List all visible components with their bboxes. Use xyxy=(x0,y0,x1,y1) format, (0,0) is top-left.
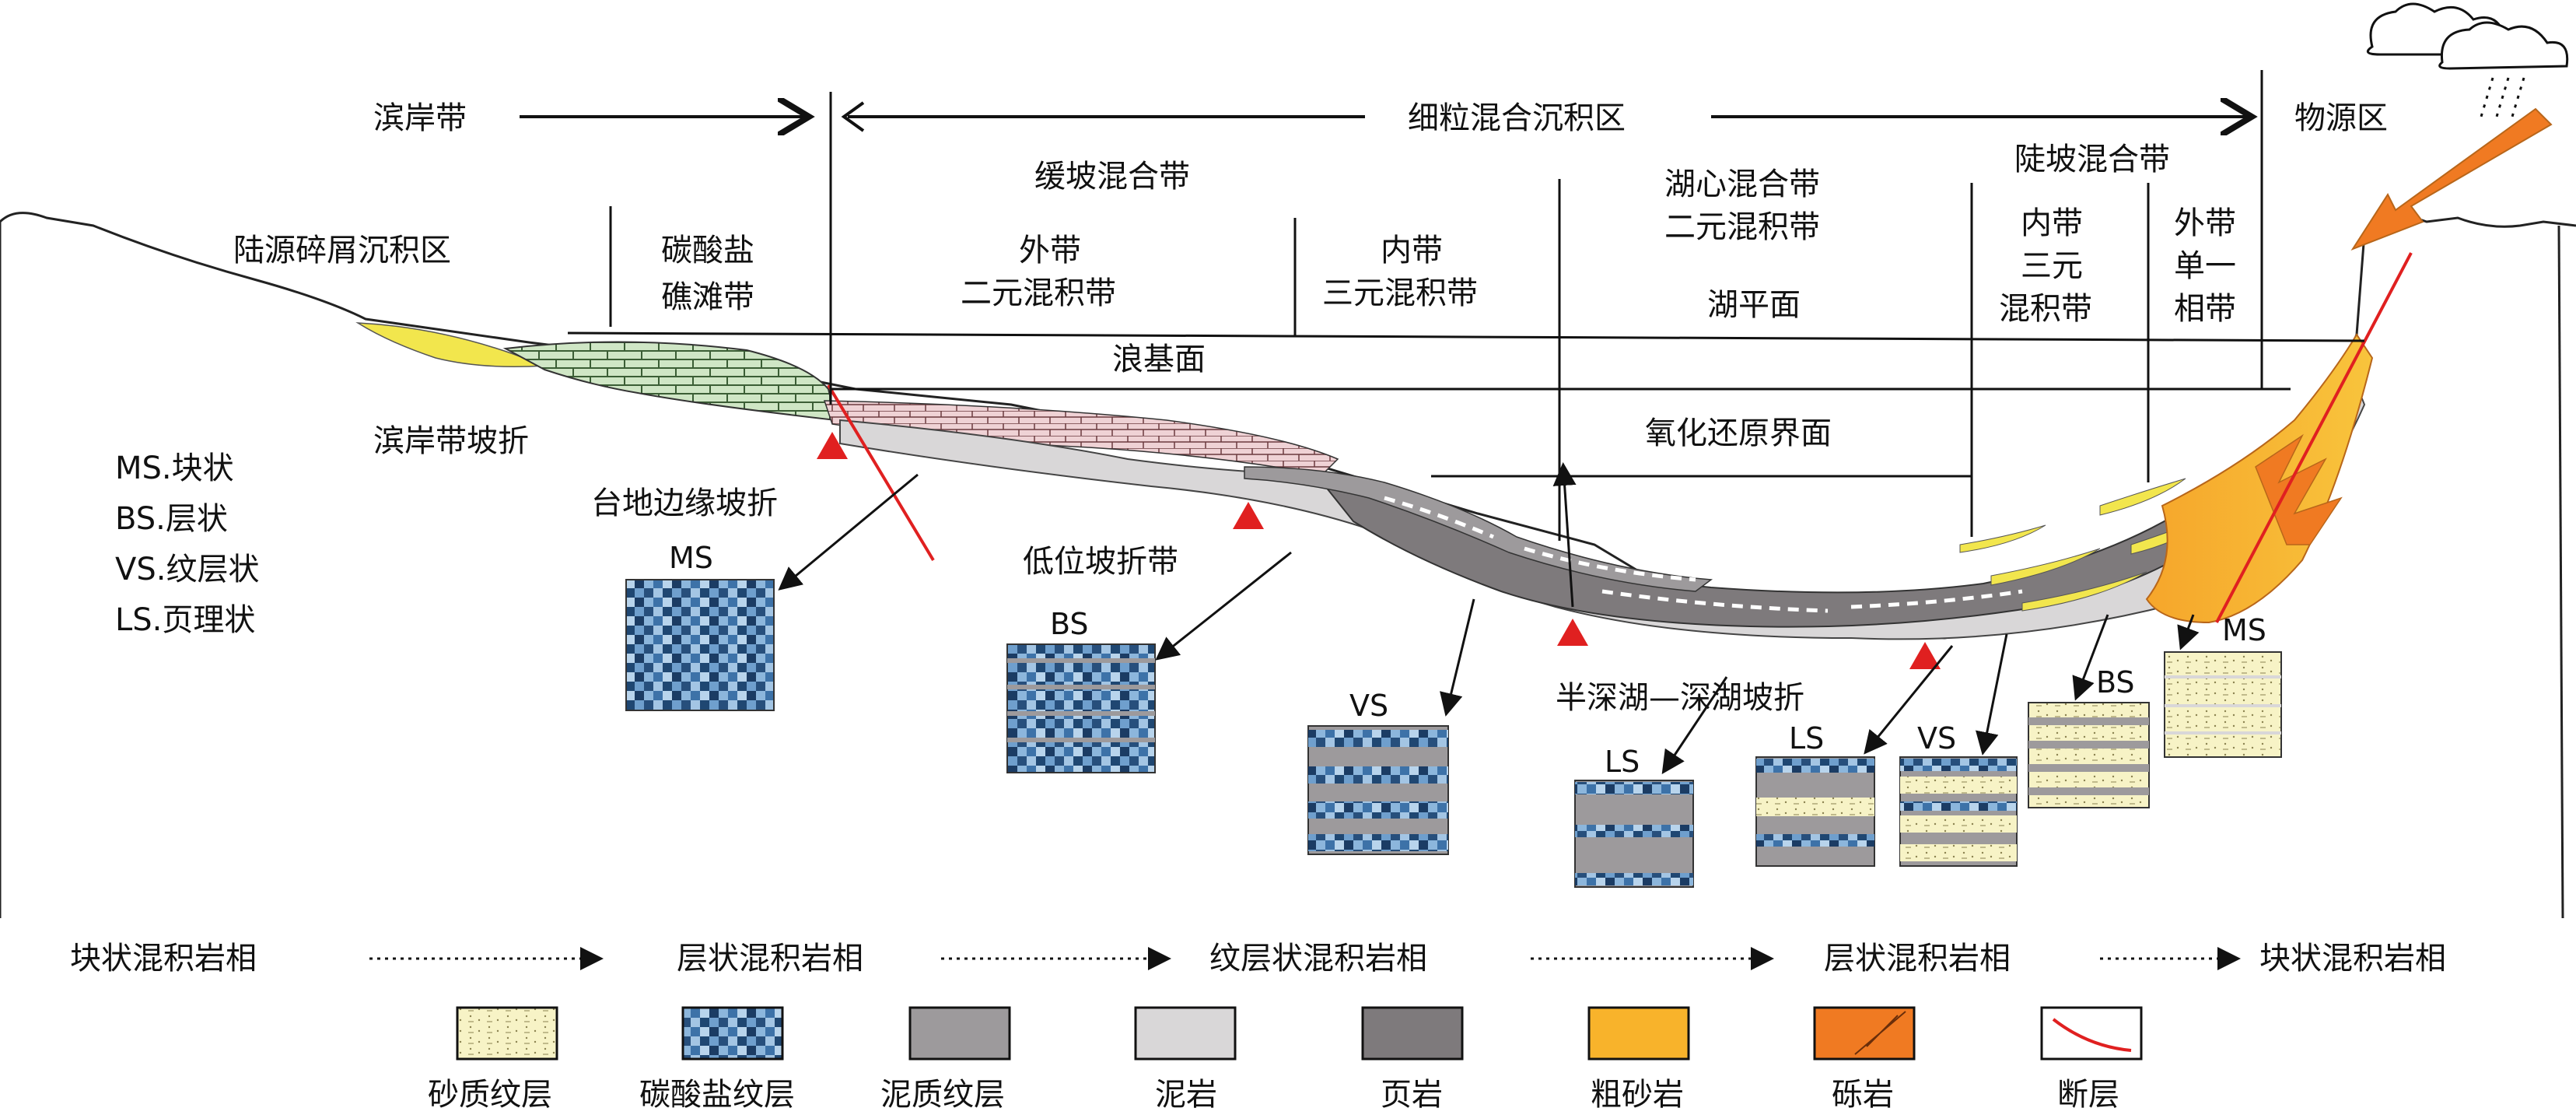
conglomerate-wedges xyxy=(2255,433,2343,545)
fault-right xyxy=(2215,252,2413,623)
lake-center-label-2: 二元混积带 xyxy=(1664,209,1820,245)
steep-slope-label: 陡坡混合带 xyxy=(2014,142,2170,177)
column-label: LS xyxy=(1789,721,1824,756)
legend-label: 砂质纹层 xyxy=(428,1077,552,1113)
column-label: BS xyxy=(1050,607,1089,641)
legend-label: 泥岩 xyxy=(1155,1077,1217,1113)
column-ls-2: LS xyxy=(1755,721,1875,867)
redox-label: 氧化还原界面 xyxy=(1645,415,1832,451)
column-bs-1: BS xyxy=(1006,607,1156,773)
legend-item-mud-lamina: 泥质纹层 xyxy=(880,1006,1011,1113)
legend-label: 页岩 xyxy=(1381,1077,1443,1113)
column-ms-2: MS xyxy=(2164,613,2282,758)
lake-level-line xyxy=(567,331,2365,342)
rain-icon xyxy=(2480,77,2525,117)
legend-item-fault: 断层 xyxy=(2040,1006,2143,1113)
abbrev-vs: VS.纹层状 xyxy=(115,552,259,587)
legend-item-coarse-sandstone: 粗砂岩 xyxy=(1587,1006,1690,1113)
abbrev-ms: MS.块状 xyxy=(115,451,234,486)
terrain-profile xyxy=(0,212,2576,919)
terrigenous-label: 陆源碎屑沉积区 xyxy=(233,233,451,268)
source-area-label: 物源区 xyxy=(2294,100,2388,136)
lake-level-label: 湖平面 xyxy=(1707,287,1801,323)
legend-label: 断层 xyxy=(2057,1077,2119,1113)
legend-label: 碳酸盐纹层 xyxy=(639,1077,795,1113)
facies-3: 纹层状混积岩相 xyxy=(1209,941,1427,977)
facies-4: 层状混积岩相 xyxy=(1824,941,2011,977)
inner-belt-label-2: 三元混积带 xyxy=(1322,275,1478,311)
platform-break-label: 台地边缘坡折 xyxy=(591,486,778,521)
column-label: MS xyxy=(2222,613,2266,647)
wave-base-label: 浪基面 xyxy=(1112,342,1206,377)
gentle-slope-label: 缓坡混合带 xyxy=(1034,159,1190,195)
column-label: MS xyxy=(669,541,713,575)
column-label: BS xyxy=(2096,665,2135,700)
steep-outer-label-3: 相带 xyxy=(2174,291,2236,327)
facies-1: 块状混积岩相 xyxy=(70,941,257,977)
break-marker-4 xyxy=(1909,642,1941,669)
column-vs-1: VS xyxy=(1307,689,1449,855)
break-marker-2 xyxy=(1233,502,1264,529)
coarse-sandstone-fan xyxy=(2145,333,2374,624)
steep-outer-label-1: 外带 xyxy=(2174,205,2236,241)
outer-belt-label-1: 外带 xyxy=(1019,233,1081,268)
column-label: LS xyxy=(1605,745,1640,779)
slope-break-markers xyxy=(817,432,1941,669)
carbonate-label-2: 礁滩带 xyxy=(661,279,754,315)
break-marker-1 xyxy=(817,432,848,459)
subzone-dividers xyxy=(609,179,2150,541)
legend-label: 砾岩 xyxy=(1832,1077,1894,1113)
steep-inner-label-1: 内带 xyxy=(2021,205,2083,241)
lake-center-label-1: 湖心混合带 xyxy=(1664,167,1820,202)
steep-outer-label-2: 单一 xyxy=(2174,248,2236,284)
legend-item-mudstone: 泥岩 xyxy=(1134,1006,1237,1113)
facies-2: 层状混积岩相 xyxy=(677,941,863,977)
column-pointer-arrows xyxy=(778,473,2200,774)
break-marker-3 xyxy=(1557,619,1588,646)
column-bs-2: BS xyxy=(2028,665,2150,808)
legend-label: 粗砂岩 xyxy=(1591,1077,1684,1113)
cloud-icon xyxy=(2366,2,2569,70)
column-label: VS xyxy=(1917,721,1956,756)
column-label: VS xyxy=(1349,689,1388,723)
lamina-streaks xyxy=(1384,496,2116,613)
outer-belt-label-2: 二元混积带 xyxy=(961,275,1116,311)
inner-belt-label-1: 内带 xyxy=(1381,233,1443,268)
deep-lake-break-label: 半深湖—深湖坡折 xyxy=(1556,680,1804,716)
steep-inner-label-2: 三元 xyxy=(2021,248,2083,284)
low-break-label: 低位坡折带 xyxy=(1023,544,1178,580)
carbonate-platform xyxy=(502,341,838,422)
sand-wedge xyxy=(355,322,545,367)
abbrev-bs: BS.层状 xyxy=(115,501,228,537)
fault-left xyxy=(827,384,935,562)
coastal-belt-label: 滨岸带 xyxy=(373,100,467,136)
steep-inner-label-3: 混积带 xyxy=(1999,291,2092,327)
legend-item-sand-lamina: 砂质纹层 xyxy=(428,1006,558,1113)
legend: 砂质纹层 碳酸盐纹层 泥质纹层 泥岩 页岩 粗砂岩 砾岩 xyxy=(428,1006,2143,1113)
coastal-break-label: 滨岸带坡折 xyxy=(373,423,529,459)
column-ls-1: LS xyxy=(1574,745,1694,888)
legend-item-carbonate-lamina: 碳酸盐纹层 xyxy=(639,1006,795,1113)
legend-label: 泥质纹层 xyxy=(880,1077,1005,1113)
legend-item-shale: 页岩 xyxy=(1361,1006,1464,1113)
legend-item-conglomerate: 砾岩 xyxy=(1813,1006,1916,1113)
column-vs-2: VS xyxy=(1899,721,2018,867)
facies-5: 块状混积岩相 xyxy=(2259,941,2446,977)
abbrev-ls: LS.页理状 xyxy=(115,602,255,638)
carbonate-label-1: 碳酸盐 xyxy=(661,233,754,268)
fine-mixed-zone-label: 细粒混合沉积区 xyxy=(1408,100,1626,136)
source-supply-arrow xyxy=(2350,107,2553,251)
column-ms-1: MS xyxy=(625,541,775,711)
